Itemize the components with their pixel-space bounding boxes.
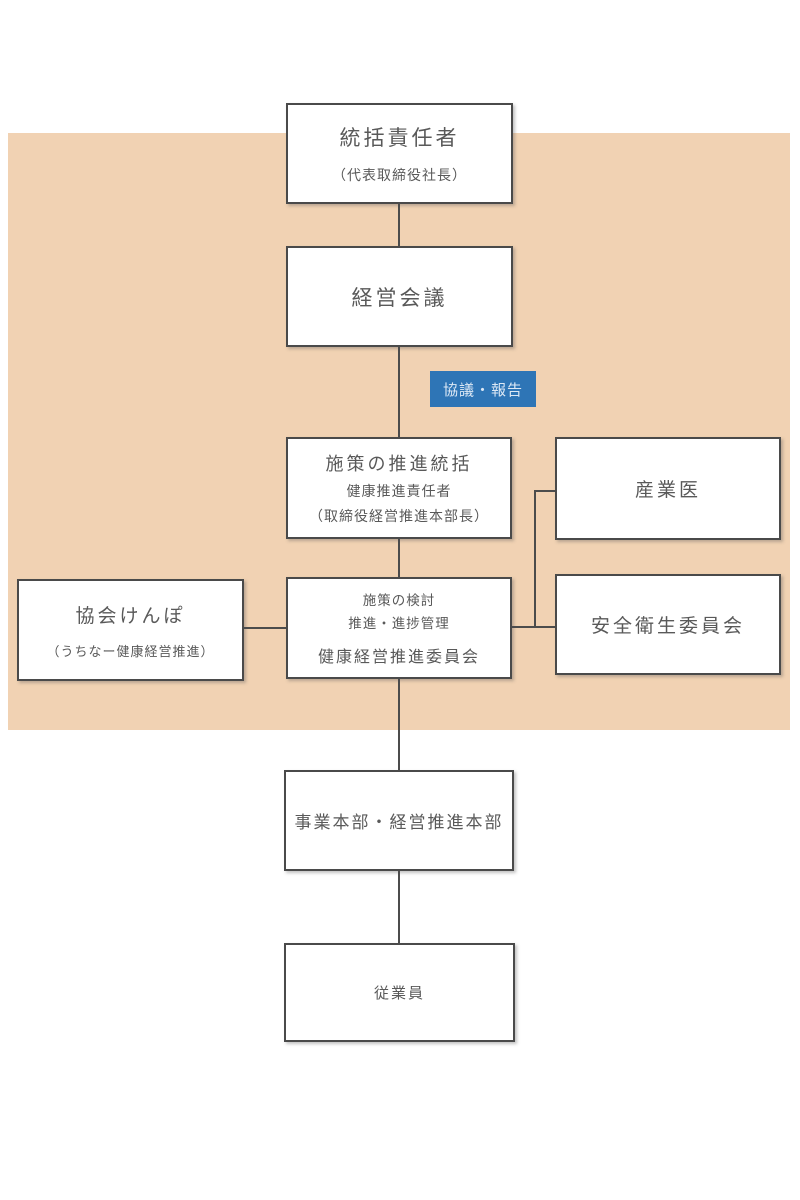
connector-branch-to-physician <box>534 490 555 492</box>
connector-branch-vertical <box>534 490 536 628</box>
node-top-responsible-title: 統括責任者 <box>339 127 460 150</box>
node-promotion-lead: 施策の推進統括 健康推進責任者 （取締役経営推進本部長） <box>286 437 512 539</box>
node-kyokai-kenpo-subtitle: （うちなー健康経営推進） <box>46 643 215 659</box>
node-management-meeting-title: 経営会議 <box>351 286 448 310</box>
node-business-hq: 事業本部・経営推進本部 <box>284 770 514 871</box>
connector-meeting-to-lead <box>398 347 400 437</box>
node-top-responsible-subtitle: （代表取締役社長） <box>332 167 467 183</box>
node-safety-health-committee-title: 安全衛生委員会 <box>590 616 745 637</box>
node-promotion-committee: 施策の検討 推進・進捗管理 健康経営推進委員会 <box>286 577 512 679</box>
connector-top-to-meeting <box>398 204 400 246</box>
connector-committee-to-hq <box>398 679 400 770</box>
connector-kenpo-to-committee <box>244 627 286 629</box>
node-kyokai-kenpo: 協会けんぽ （うちなー健康経営推進） <box>17 579 244 681</box>
node-promotion-lead-subtitle2: （取締役経営推進本部長） <box>309 508 489 524</box>
node-employees: 従業員 <box>284 943 515 1042</box>
node-safety-health-committee: 安全衛生委員会 <box>555 574 781 675</box>
node-employees-title: 従業員 <box>373 985 425 1002</box>
node-kyokai-kenpo-title: 協会けんぽ <box>75 605 186 627</box>
connector-hq-to-employees <box>398 871 400 943</box>
connector-lead-to-committee <box>398 539 400 577</box>
node-business-hq-title: 事業本部・経営推進本部 <box>294 813 504 832</box>
flow-label-consult-report: 協議・報告 <box>430 371 536 407</box>
node-top-responsible: 統括責任者 （代表取締役社長） <box>286 103 513 204</box>
node-management-meeting: 経営会議 <box>286 246 513 347</box>
node-promotion-committee-line2: 推進・進捗管理 <box>348 616 450 631</box>
node-promotion-lead-title: 施策の推進統括 <box>325 454 473 474</box>
connector-committee-to-safety <box>512 626 555 628</box>
node-promotion-committee-title: 健康経営推進委員会 <box>317 649 480 666</box>
node-occupational-physician: 産業医 <box>555 437 781 540</box>
node-occupational-physician-title: 産業医 <box>634 480 701 501</box>
node-promotion-lead-subtitle1: 健康推進責任者 <box>346 483 452 499</box>
node-promotion-committee-line1: 施策の検討 <box>362 593 436 608</box>
